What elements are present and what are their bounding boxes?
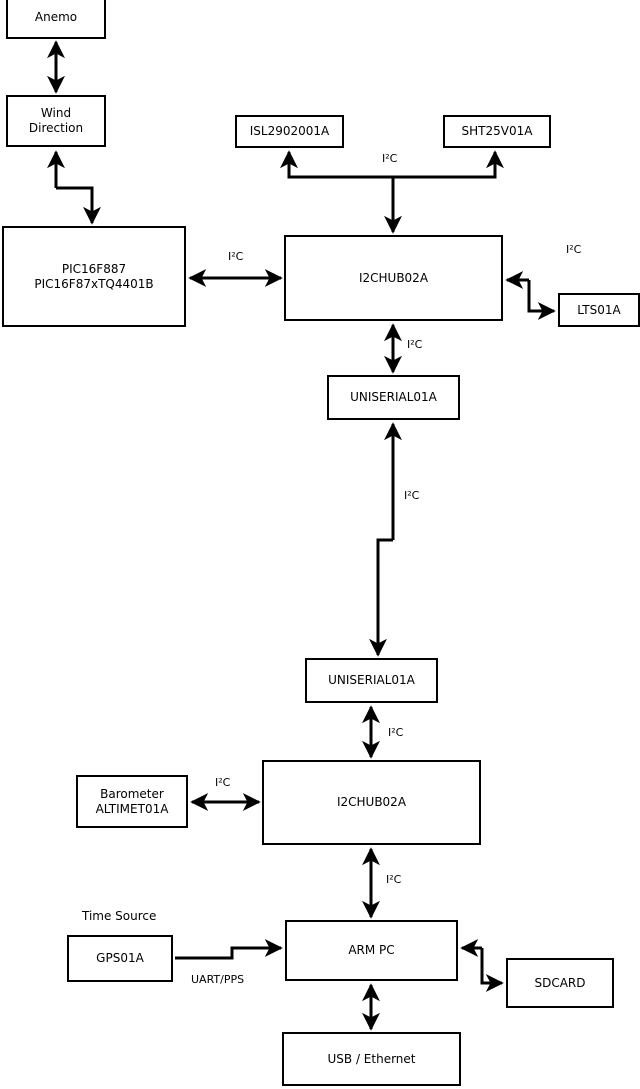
connector-armpc-sdcard-out: [480, 948, 504, 992]
connector-uniserial-link-down: [369, 538, 393, 657]
connector-wind-pic-down: [56, 186, 101, 225]
node-pic-microcontroller[interactable]: PIC16F887 PIC16F87xTQ4401B: [2, 226, 186, 327]
node-barometer-altimet01a[interactable]: Barometer ALTIMET01A: [76, 775, 188, 828]
node-uniserial01a-bottom[interactable]: UNISERIAL01A: [305, 658, 438, 703]
edge-label-uart-pps: UART/PPS: [191, 973, 245, 986]
edge-label-uniserial-link: I²C: [404, 489, 420, 502]
edge-label-sensor-bus: I²C: [382, 152, 398, 165]
node-arm-pc[interactable]: ARM PC: [285, 920, 458, 981]
node-gps01a[interactable]: GPS01A: [67, 935, 173, 982]
edge-label-barometer-hub: I²C: [215, 776, 231, 789]
label-time-source: Time Source: [82, 909, 157, 923]
node-wind-direction[interactable]: Wind Direction: [6, 95, 106, 147]
edge-label-uniserial-hub-bottom: I²C: [388, 726, 404, 739]
node-sht25v01a[interactable]: SHT25V01A: [443, 115, 551, 148]
node-i2chub02a-bottom[interactable]: I2CHUB02A: [262, 760, 481, 845]
node-anemo[interactable]: Anemo: [6, 0, 106, 39]
connector-gps-armpc: [175, 939, 283, 960]
edge-label-hub-lts: I²C: [566, 243, 582, 256]
node-i2chub02a-top[interactable]: I2CHUB02A: [284, 235, 503, 321]
edge-label-hub-uniserial: I²C: [407, 338, 423, 351]
node-sdcard[interactable]: SDCARD: [506, 958, 614, 1008]
node-uniserial01a-top[interactable]: UNISERIAL01A: [327, 375, 460, 420]
edge-label-pic-hub: I²C: [228, 250, 244, 263]
node-usb-ethernet[interactable]: USB / Ethernet: [282, 1032, 461, 1086]
connector-hub-lts-out: [527, 280, 556, 320]
node-isl2902001a[interactable]: ISL2902001A: [235, 115, 344, 148]
edge-label-hub-armpc: I²C: [386, 873, 402, 886]
node-lts01a[interactable]: LTS01A: [558, 293, 640, 327]
connector-hub-sht: [393, 150, 504, 179]
connector-hub-isl: [280, 150, 393, 179]
